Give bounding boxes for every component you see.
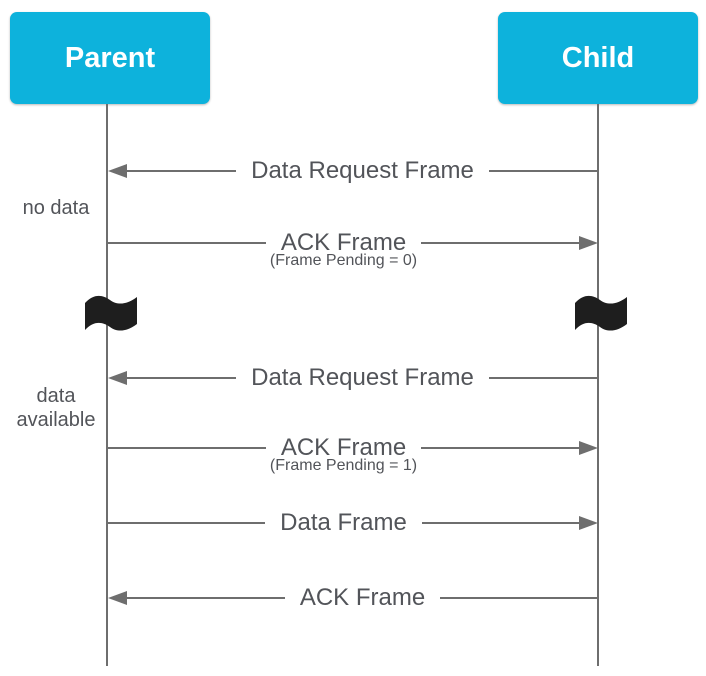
message-label: ACK Frame (Frame Pending = 0) bbox=[270, 228, 417, 269]
message-ack-3: ACK Frame bbox=[108, 576, 599, 620]
message-text: Data Request Frame bbox=[251, 156, 474, 184]
arrow-right-icon bbox=[579, 441, 599, 455]
message-text: Data Request Frame bbox=[251, 363, 474, 391]
arrow-left-icon bbox=[108, 591, 127, 605]
message-line bbox=[108, 447, 266, 449]
parent-lifeline bbox=[106, 104, 108, 666]
message-subtext: (Frame Pending = 1) bbox=[269, 457, 418, 475]
message-line bbox=[127, 170, 237, 172]
arrow-right-icon bbox=[579, 516, 599, 530]
actor-parent: Parent bbox=[10, 12, 210, 104]
message-label: Data Frame bbox=[280, 508, 407, 536]
message-line bbox=[127, 597, 285, 599]
child-lifeline bbox=[597, 104, 599, 666]
message-data-request-1: Data Request Frame bbox=[108, 149, 599, 193]
message-line bbox=[108, 242, 266, 244]
message-line bbox=[488, 377, 599, 379]
message-line bbox=[488, 170, 599, 172]
arrow-left-icon bbox=[108, 371, 127, 385]
message-subtext: (Frame Pending = 0) bbox=[269, 252, 418, 270]
actor-child: Child bbox=[498, 12, 698, 104]
actor-child-label: Child bbox=[561, 41, 635, 74]
message-line bbox=[108, 522, 266, 524]
message-label: Data Request Frame bbox=[251, 156, 474, 184]
side-note-data-available: data available bbox=[16, 385, 96, 431]
message-label: ACK Frame bbox=[299, 583, 426, 611]
message-text: Data Frame bbox=[280, 508, 407, 536]
arrow-left-icon bbox=[108, 164, 127, 178]
side-note-no-data: no data bbox=[22, 197, 90, 219]
flag-icon bbox=[575, 295, 627, 331]
arrow-right-icon bbox=[579, 236, 599, 250]
message-line bbox=[421, 522, 580, 524]
flag-icon bbox=[85, 295, 137, 331]
actor-parent-label: Parent bbox=[64, 41, 156, 74]
message-ack-2: ACK Frame (Frame Pending = 1) bbox=[108, 426, 599, 474]
message-line bbox=[127, 377, 237, 379]
message-line bbox=[421, 447, 580, 449]
message-label: Data Request Frame bbox=[251, 363, 474, 391]
message-text: ACK Frame bbox=[299, 583, 426, 611]
message-data-frame: Data Frame bbox=[108, 501, 599, 545]
message-ack-1: ACK Frame (Frame Pending = 0) bbox=[108, 221, 599, 269]
message-label: ACK Frame (Frame Pending = 1) bbox=[270, 433, 417, 474]
message-line bbox=[440, 597, 599, 599]
message-data-request-2: Data Request Frame bbox=[108, 356, 599, 400]
message-text: ACK Frame bbox=[280, 433, 407, 461]
message-text: ACK Frame bbox=[280, 228, 407, 256]
message-line bbox=[421, 242, 580, 244]
